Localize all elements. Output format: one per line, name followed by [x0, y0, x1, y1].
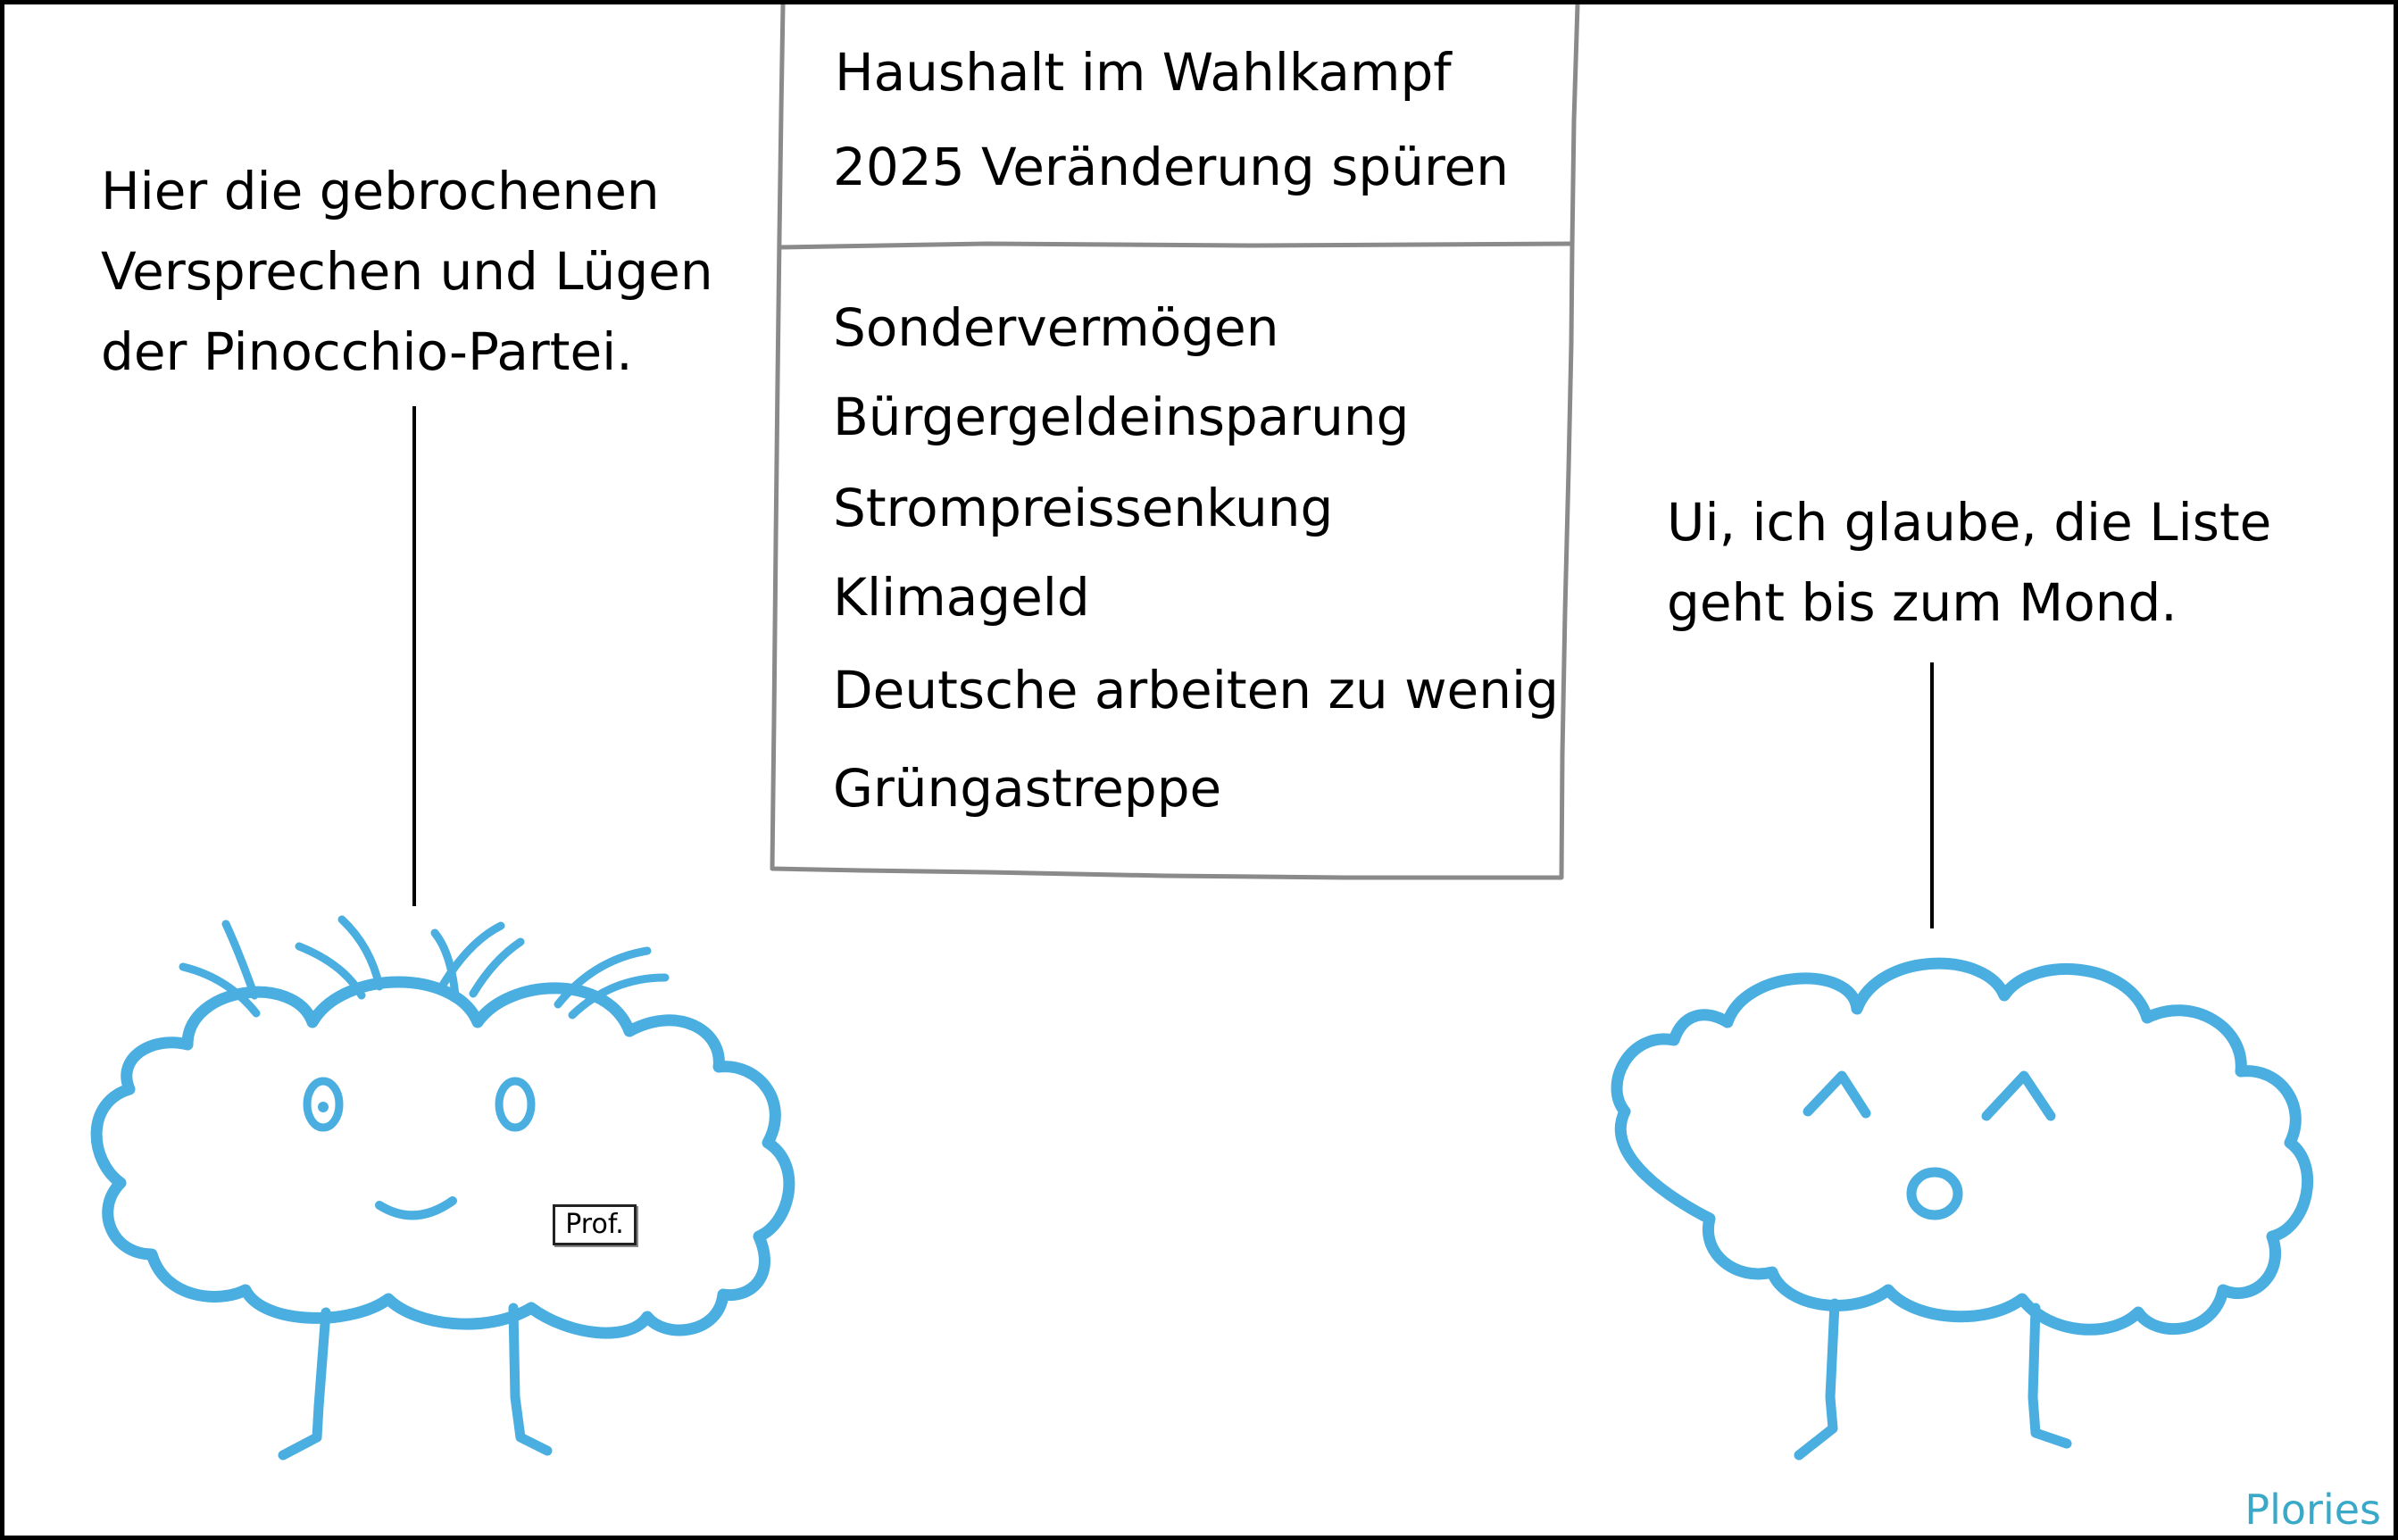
- professor-right-eye: [495, 1077, 536, 1132]
- speech-right-pointer: [1930, 662, 1934, 928]
- second-mouth: [1906, 1167, 1963, 1220]
- professor-left-leg: [278, 1307, 331, 1461]
- speech-left-pointer: [412, 406, 416, 906]
- figures-layer: [90, 915, 2314, 1461]
- professor-hair: [179, 915, 670, 1020]
- professor-cloud-figure: [90, 915, 795, 1461]
- speech-left-line: Versprechen und Lügen: [101, 241, 713, 302]
- speech-right: Ui, ich glaube, die Liste geht bis zum M…: [1667, 482, 2271, 643]
- board-item: Sondervermögen: [833, 297, 1279, 358]
- board-title-line: 2025 Veränderung spüren: [833, 137, 1509, 197]
- prof-badge: Prof.: [553, 1204, 637, 1245]
- professor-left-eye: [303, 1077, 344, 1132]
- professor-smile: [375, 1196, 457, 1220]
- second-right-leg: [2027, 1303, 2072, 1449]
- board-title-line: Haushalt im Wahlkampf: [835, 42, 1452, 103]
- speech-left: Hier die gebrochenen Versprechen und Lüg…: [101, 151, 713, 392]
- signature: Plories: [2244, 1486, 2381, 1534]
- second-cloud-body: [1611, 957, 2314, 1336]
- second-left-leg: [1794, 1298, 1840, 1461]
- speech-right-line: Ui, ich glaube, die Liste: [1667, 492, 2272, 553]
- board-item: Klimageld: [833, 567, 1090, 628]
- second-left-eye: [1803, 1070, 1871, 1119]
- board-item: Deutsche arbeiten zu wenig: [833, 660, 1559, 720]
- second-cloud-figure: [1611, 957, 2314, 1461]
- speech-right-line: geht bis zum Mond.: [1667, 572, 2177, 633]
- professor-left-pupil: [318, 1102, 329, 1112]
- professor-cloud-body: [90, 976, 795, 1339]
- board-item: Strompreissenkung: [833, 478, 1334, 538]
- board-item: Bürgergeldeinsparung: [833, 387, 1410, 447]
- speech-left-line: der Pinocchio-Partei.: [101, 321, 633, 382]
- board-item: Grüngastreppe: [833, 758, 1222, 819]
- second-right-eye: [1981, 1070, 2056, 1121]
- speech-left-line: Hier die gebrochenen: [101, 161, 660, 221]
- professor-right-leg: [508, 1303, 553, 1456]
